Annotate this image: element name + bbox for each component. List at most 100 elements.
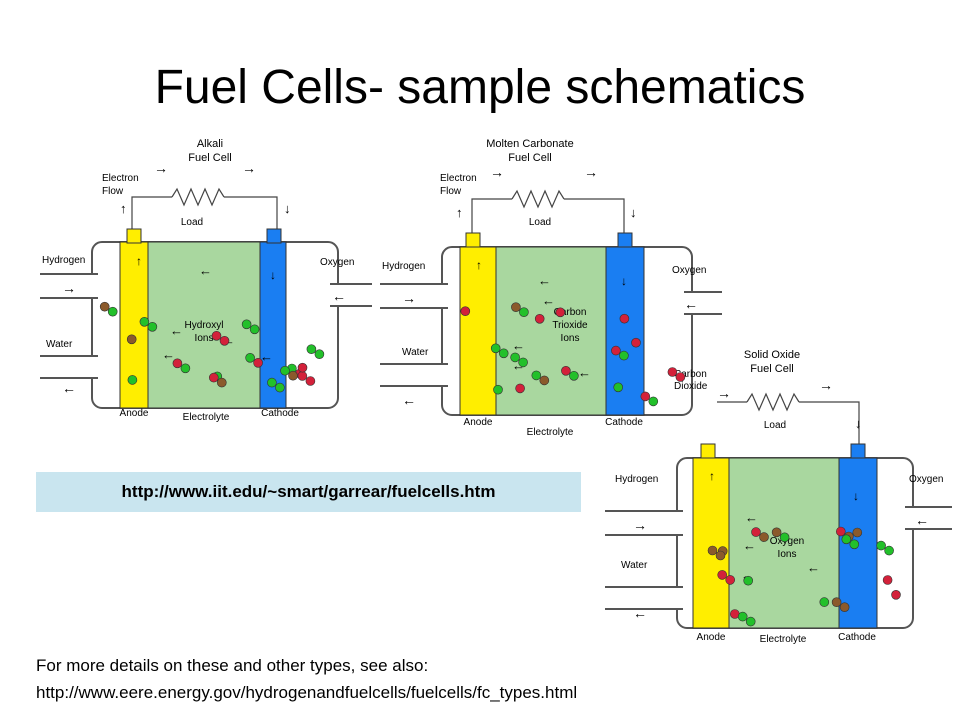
molecule-atom <box>631 337 641 348</box>
molecule-atom <box>267 377 277 388</box>
alkali-hydrogen-label: Hydrogen <box>42 255 85 266</box>
outlet-channel <box>597 588 683 608</box>
molecule-atom <box>743 575 753 586</box>
alkali-cathode-label: Cathode <box>261 408 299 419</box>
molecule-atom <box>515 383 525 394</box>
arrow-left-icon: ← <box>62 380 76 396</box>
slide-title: Fuel Cells- sample schematics <box>154 61 806 114</box>
molecule-atom <box>707 545 718 556</box>
arrow-down-icon: ↓ <box>621 274 627 288</box>
solid-title-line2: Fuel Cell <box>750 363 793 375</box>
molecule-atom <box>836 526 846 537</box>
molecule-atom <box>490 343 501 354</box>
arrow-right-icon: → <box>154 160 168 176</box>
circuit-wire <box>471 198 512 237</box>
arrow-down-icon: ↓ <box>284 201 291 216</box>
oxygen-channel <box>905 508 952 528</box>
molecule-atom <box>288 370 298 381</box>
molecule-atom <box>126 334 137 345</box>
arrow-down-icon: ↓ <box>853 489 859 503</box>
alkali-electron-label-2: Flow <box>102 186 124 197</box>
arrow-down-icon: ↓ <box>630 205 637 220</box>
molecule-atom <box>839 602 850 613</box>
anode-terminal <box>700 443 716 459</box>
source-url-box[interactable]: http://www.iit.edu/~smart/garrear/fuelce… <box>36 472 581 512</box>
molecule-atom <box>518 357 528 368</box>
footer-line-2[interactable]: http://www.eere.energy.gov/hydrogenandfu… <box>36 683 578 702</box>
alkali-fuel-cell-diagram: Alkali Fuel Cell Electron Flow → → ↑ ↓ L… <box>32 138 372 423</box>
anode <box>692 457 730 629</box>
alkali-electron-label-1: Electron <box>102 173 139 184</box>
cathode-terminal <box>850 443 866 459</box>
solid-anode-label: Anode <box>697 632 726 643</box>
solid-water-label: Water <box>621 560 648 571</box>
molecule-group <box>99 301 325 393</box>
molecule-atom <box>745 616 756 627</box>
molecule-group <box>460 302 686 407</box>
arrow-up-icon: ↑ <box>709 469 715 483</box>
outlet-channel <box>32 357 98 377</box>
molecule-atom <box>779 532 790 543</box>
arrow-left-icon: ← <box>633 605 647 621</box>
molecule-atom <box>675 372 686 382</box>
arrow-right-icon: → <box>242 160 256 176</box>
molecule-atom <box>211 331 222 341</box>
molecule-atom <box>297 371 308 381</box>
molecule-atom <box>280 365 290 376</box>
arrow-left-icon: ← <box>332 288 346 304</box>
molten-co2-label-2: Dioxide <box>674 381 708 392</box>
circuit-wire <box>224 196 278 233</box>
solid-electrolyte-label: Electrolyte <box>760 634 807 645</box>
anode <box>459 246 497 416</box>
molecule-atom <box>539 375 550 386</box>
molten-electron-label-1: Electron <box>440 173 477 184</box>
molecule-atom <box>217 377 227 388</box>
load-resistor <box>746 392 800 412</box>
arrow-left-icon: ← <box>402 392 416 408</box>
molecule-group <box>707 526 901 627</box>
molecule-atom <box>759 532 769 542</box>
molecule-atom <box>613 382 623 393</box>
solid-load-label: Load <box>764 420 786 431</box>
molecule-atom <box>180 363 191 374</box>
molecule-atom <box>737 611 748 622</box>
molten-oxygen-label: Oxygen <box>672 265 706 276</box>
solid-oxide-fuel-cell-diagram: Solid Oxide Fuel Cell → → ↓ Load Hydroge… <box>597 349 952 645</box>
molecule-atom <box>569 371 579 381</box>
molecule-atom <box>460 306 471 316</box>
molecule-atom <box>297 362 308 373</box>
arrow-left-icon: ← <box>684 296 698 312</box>
molecule-atom <box>305 376 316 386</box>
molecule-atom <box>498 348 509 359</box>
molecule-atom <box>882 575 893 585</box>
molten-ion-label-2: Trioxide <box>552 320 588 331</box>
alkali-anode-label: Anode <box>120 408 149 419</box>
arrow-right-icon: → <box>62 280 76 296</box>
arrow-left-icon: ← <box>512 338 525 353</box>
circuit-wire <box>131 196 172 237</box>
molten-anode-label: Anode <box>464 417 493 428</box>
molten-co2-label-1: Carbon <box>674 369 707 380</box>
molecule-atom <box>561 366 571 376</box>
molten-hydrogen-label: Hydrogen <box>382 261 425 272</box>
molecule-atom <box>139 317 150 327</box>
molten-electron-label-2: Flow <box>440 186 462 197</box>
arrow-up-icon: ↑ <box>120 201 127 216</box>
arrow-right-icon: → <box>584 164 598 180</box>
molecule-atom <box>619 350 629 361</box>
molecule-atom <box>849 539 860 550</box>
molten-title-line1: Molten Carbonate <box>486 138 573 150</box>
load-resistor <box>171 187 225 207</box>
source-url-link[interactable]: http://www.iit.edu/~smart/garrear/fuelce… <box>121 482 496 501</box>
anode-terminal <box>465 232 481 248</box>
alkali-water-label: Water <box>46 339 73 350</box>
molten-ion-label-3: Ions <box>561 333 580 344</box>
molecule-atom <box>819 597 830 607</box>
molecule-atom <box>648 396 659 407</box>
molecule-atom <box>209 372 219 383</box>
arrow-left-icon: ← <box>743 538 756 553</box>
molecule-atom <box>611 345 621 356</box>
molten-carbonate-fuel-cell-diagram: Molten Carbonate Fuel Cell Electron Flow… <box>372 138 722 438</box>
cathode-terminal <box>617 232 633 248</box>
alkali-title-line1: Alkali <box>197 138 223 150</box>
